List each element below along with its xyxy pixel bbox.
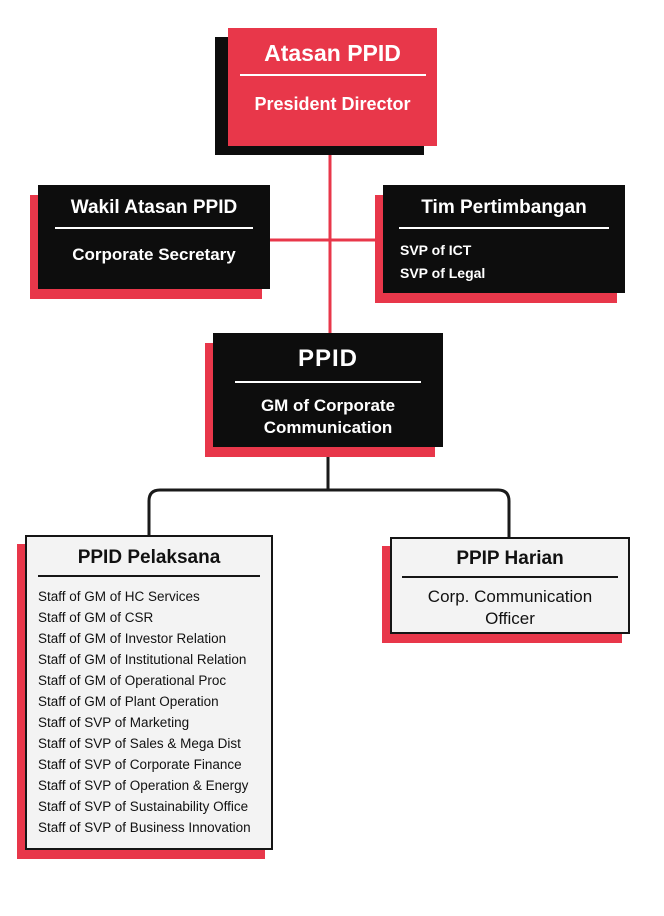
node-title: PPID Pelaksana — [77, 547, 221, 568]
staff-list-item: Staff of SVP of Corporate Finance — [38, 756, 242, 772]
title-underline — [399, 226, 609, 229]
node-ppip-harian: PPIP Harian Corp. Communication Officer — [390, 537, 630, 634]
node-ppid: PPID GM of Corporate Communication — [213, 333, 443, 447]
connector-ppid-children-bracket — [147, 488, 511, 539]
member-item: SVP of ICT — [400, 241, 472, 258]
staff-list-item: Staff of SVP of Sales & Mega Dist — [38, 735, 241, 751]
staff-list: Staff of GM of HC Services Staff of GM o… — [27, 577, 271, 838]
node-atasan-ppid: Atasan PPID President Director — [228, 28, 437, 146]
title-underline — [235, 380, 421, 383]
staff-list-item: Staff of SVP of Marketing — [38, 714, 190, 730]
staff-list-item: Staff of SVP of Business Innovation — [38, 819, 251, 835]
node-title: Atasan PPID — [264, 40, 401, 66]
node-wakil-atasan-ppid: Wakil Atasan PPID Corporate Secretary — [38, 185, 270, 289]
node-subtitle: GM of Corporate Communication — [260, 395, 396, 437]
node-tim-pertimbangan: Tim Pertimbangan SVP of ICT SVP of Legal — [383, 185, 625, 293]
node-subtitle: Corp. Communication Officer — [427, 586, 593, 628]
title-underline — [239, 74, 426, 77]
staff-list-item: Staff of GM of Institutional Relation — [38, 651, 247, 667]
title-underline — [402, 575, 618, 578]
staff-list-item: Staff of GM of CSR — [38, 609, 154, 625]
member-list: SVP of ICT SVP of Legal — [383, 239, 625, 285]
node-title: PPID — [297, 345, 358, 372]
node-subtitle: President Director — [254, 94, 411, 115]
node-subtitle: Corporate Secretary — [72, 244, 236, 264]
node-title: Tim Pertimbangan — [421, 197, 587, 218]
staff-list-item: Staff of SVP of Sustainability Office — [38, 798, 249, 814]
staff-list-item: Staff of GM of Plant Operation — [38, 693, 219, 709]
title-underline — [55, 226, 253, 229]
node-title: Wakil Atasan PPID — [70, 197, 238, 218]
title-underline — [38, 574, 260, 577]
staff-list-item: Staff of SVP of Operation & Energy — [38, 777, 249, 793]
staff-list-item: Staff of GM of Investor Relation — [38, 630, 227, 646]
staff-list-item: Staff of GM of Operational Proc — [38, 672, 227, 688]
member-item: SVP of Legal — [400, 264, 486, 281]
node-ppid-pelaksana: PPID Pelaksana Staff of GM of HC Service… — [25, 535, 273, 850]
node-title: PPIP Harian — [456, 548, 564, 569]
staff-list-item: Staff of GM of HC Services — [38, 588, 200, 604]
